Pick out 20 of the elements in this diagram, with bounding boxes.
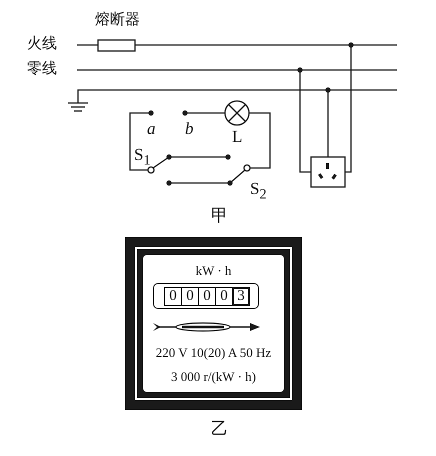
fuse-label: 熔断器 xyxy=(95,12,140,27)
electricity-meter xyxy=(125,237,302,410)
switch-label: S$_{2}$ xyxy=(250,180,267,202)
counter-digit: 0 xyxy=(181,287,199,306)
counter-digit: 0 xyxy=(215,287,233,306)
unit-label: kW · h xyxy=(194,263,232,279)
terminal-label: b xyxy=(185,120,194,137)
terminal-label: a xyxy=(147,120,156,137)
lamp-label: L xyxy=(232,128,242,145)
wire-label: 火线 xyxy=(27,36,57,51)
rating-text: 3 000 r/(kW · h) xyxy=(170,369,257,385)
rating-text: 220 V 10(20) A 50 Hz xyxy=(154,345,272,361)
figure-label: 甲 xyxy=(211,207,228,224)
counter-digit: 0 xyxy=(164,287,182,306)
figure-label: 乙 xyxy=(211,420,228,437)
counter-digit: 0 xyxy=(198,287,216,306)
counter-display xyxy=(153,283,259,309)
wire-label: 零线 xyxy=(27,61,57,76)
switch-label: S$_{1}$ xyxy=(134,146,151,168)
counter-digit: 3 xyxy=(232,287,250,306)
